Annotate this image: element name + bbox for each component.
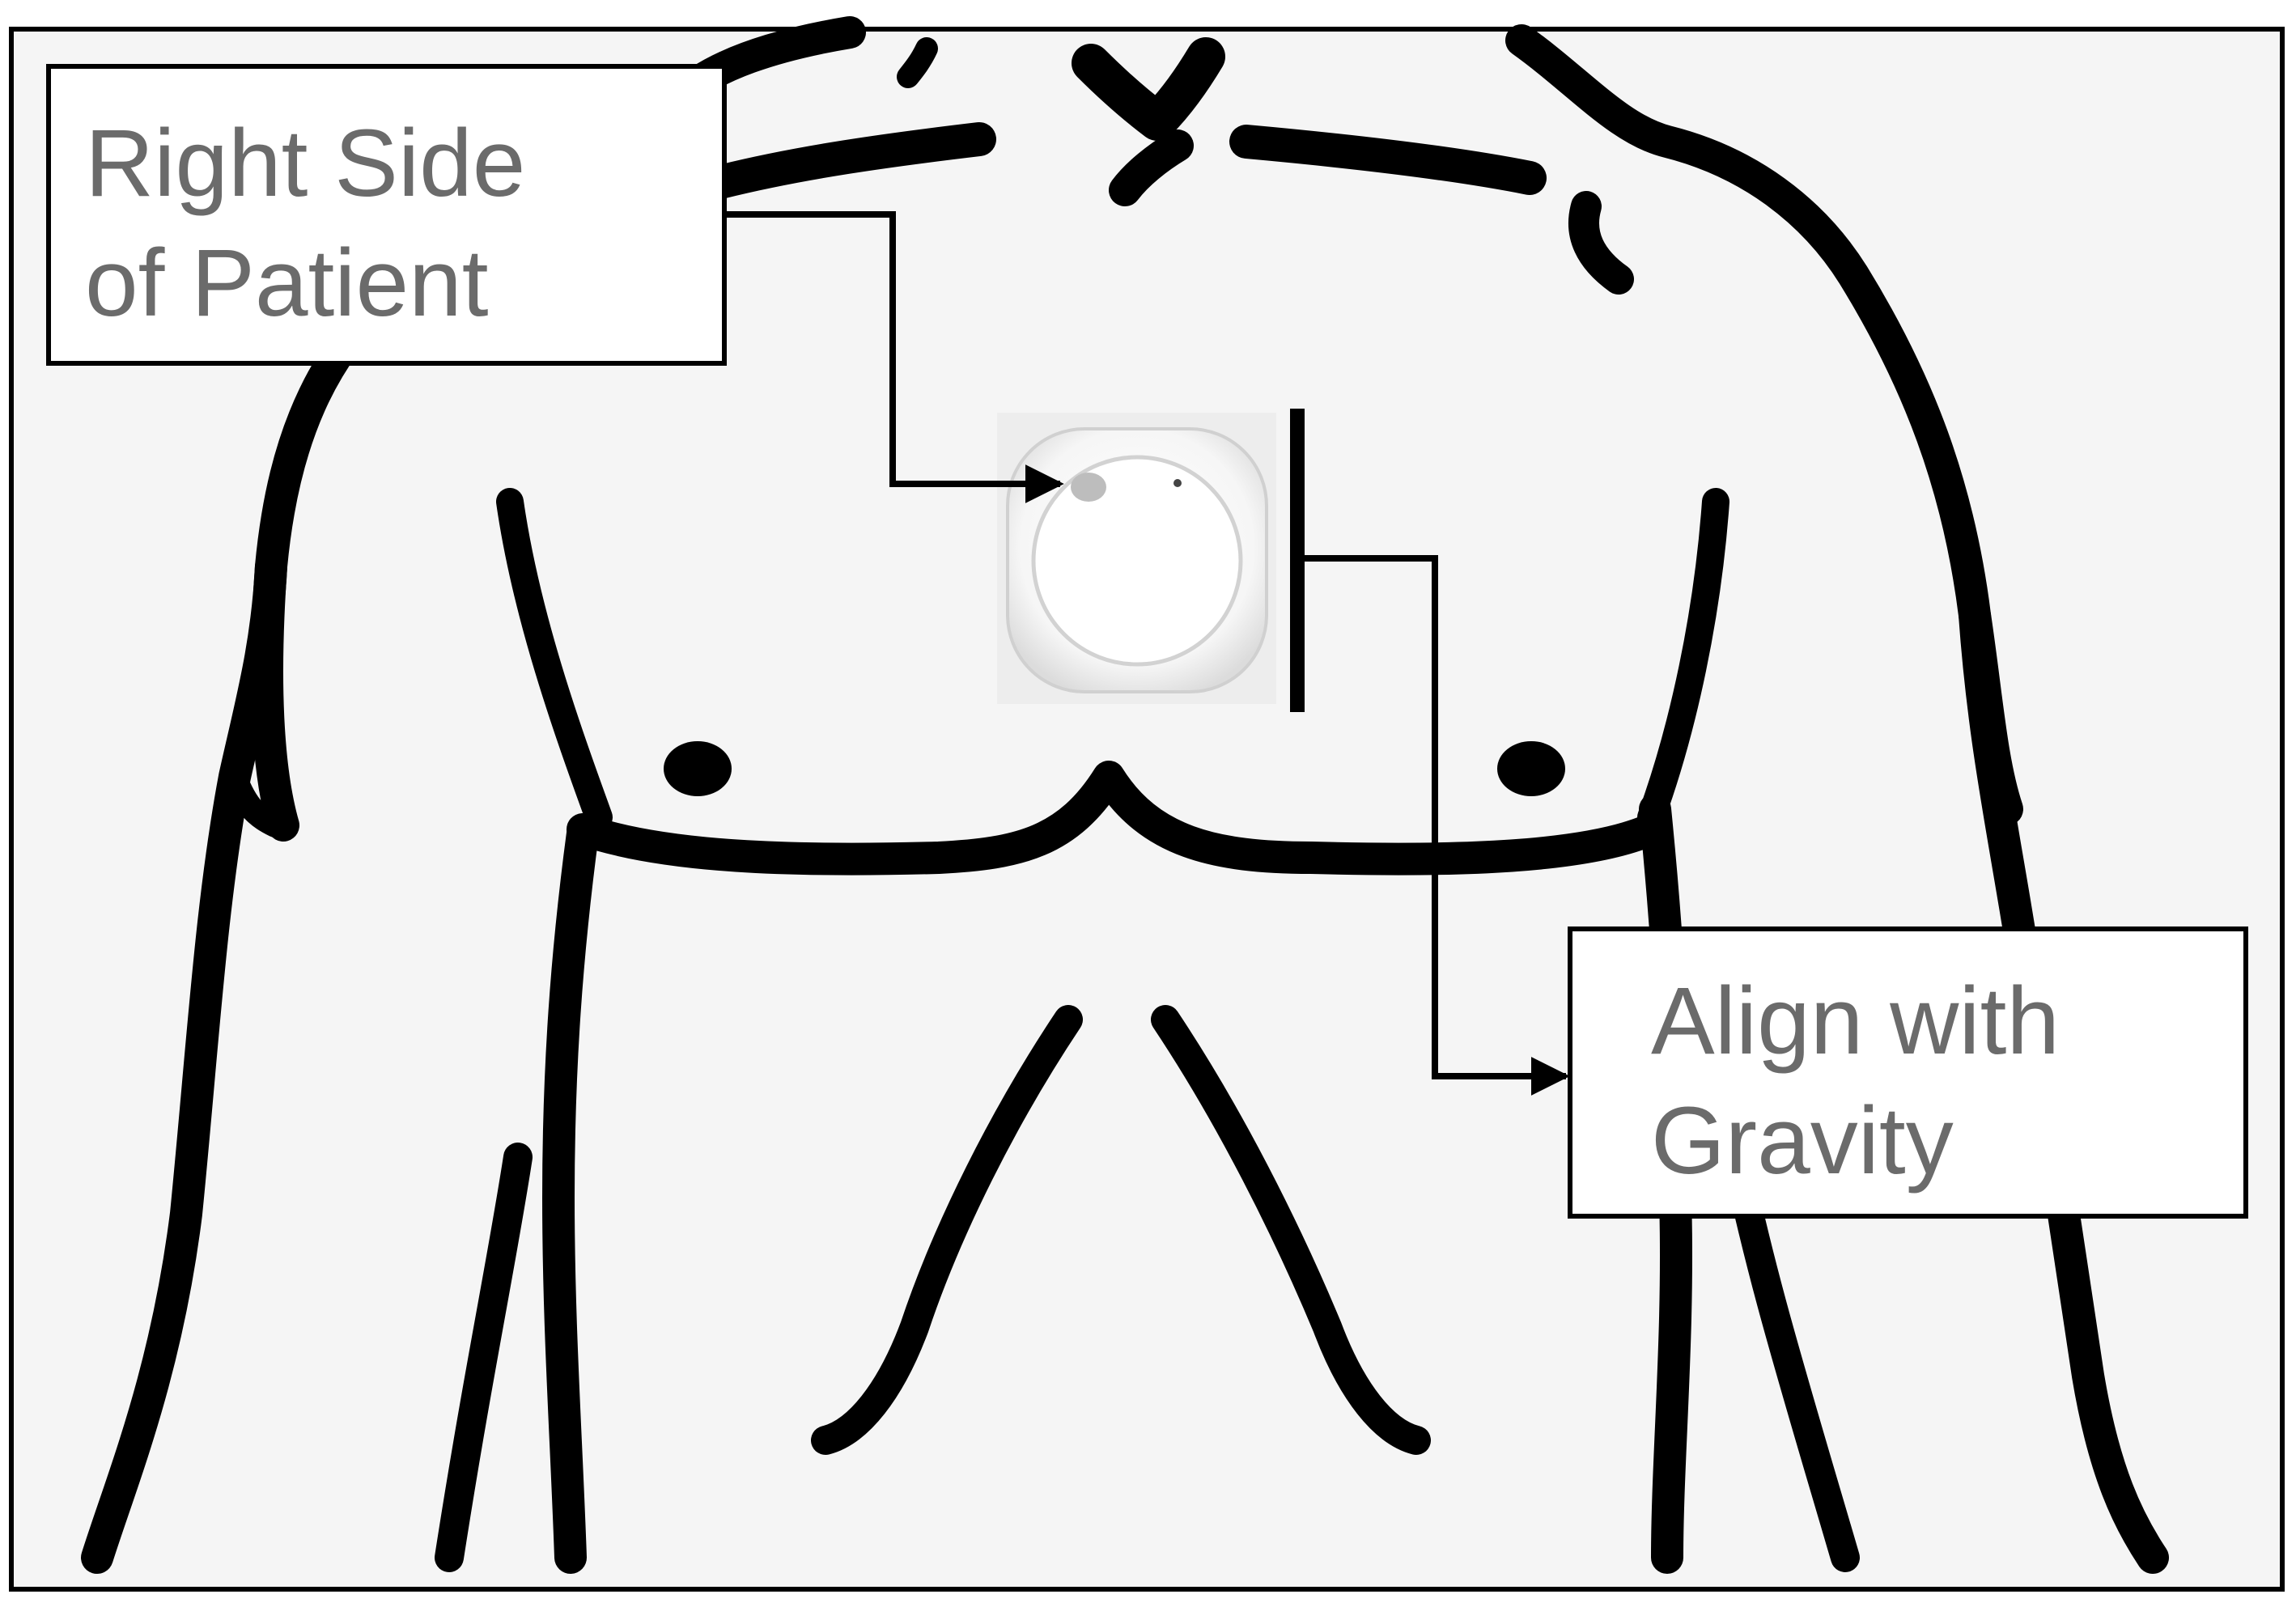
abdomen-left [811, 1005, 1083, 1455]
label-align-line1: Align with [1651, 968, 2060, 1075]
label-align-line2: Gravity [1651, 1088, 1954, 1194]
torso-outline [81, 16, 2169, 1574]
pectoral-left-line [496, 488, 613, 831]
sternal-notch [1109, 129, 1194, 206]
left-arm-inner [223, 765, 287, 837]
nipple-left [664, 741, 732, 796]
abdomen-right [1151, 1005, 1431, 1455]
clavicle-left [703, 122, 996, 199]
label-right-side: Right Side of Patient [46, 64, 727, 366]
device-dot [1173, 479, 1182, 487]
pectoral-right-line [1637, 488, 1729, 831]
nipple-right [1497, 741, 1565, 796]
wearable-sensor-icon [997, 413, 1276, 704]
chest-line [567, 761, 1667, 876]
label-right-side-line2: of Patient [85, 230, 489, 337]
label-right-side-line1: Right Side [85, 110, 525, 217]
left-arm-outer [81, 550, 287, 1574]
arrow-align [1305, 555, 1570, 1096]
label-align: Align with Gravity [1568, 926, 2248, 1219]
arrow-right-side [724, 211, 1064, 503]
clavicle-right [1229, 125, 1547, 195]
left-torso-side [542, 817, 599, 1574]
neck-left [897, 37, 938, 88]
left-arm-inner-lower [435, 1143, 533, 1572]
right-shoulder-mark [1568, 191, 1634, 295]
neck-v [1072, 37, 1225, 141]
device-marker [1071, 473, 1106, 502]
device-ring [1031, 455, 1243, 667]
